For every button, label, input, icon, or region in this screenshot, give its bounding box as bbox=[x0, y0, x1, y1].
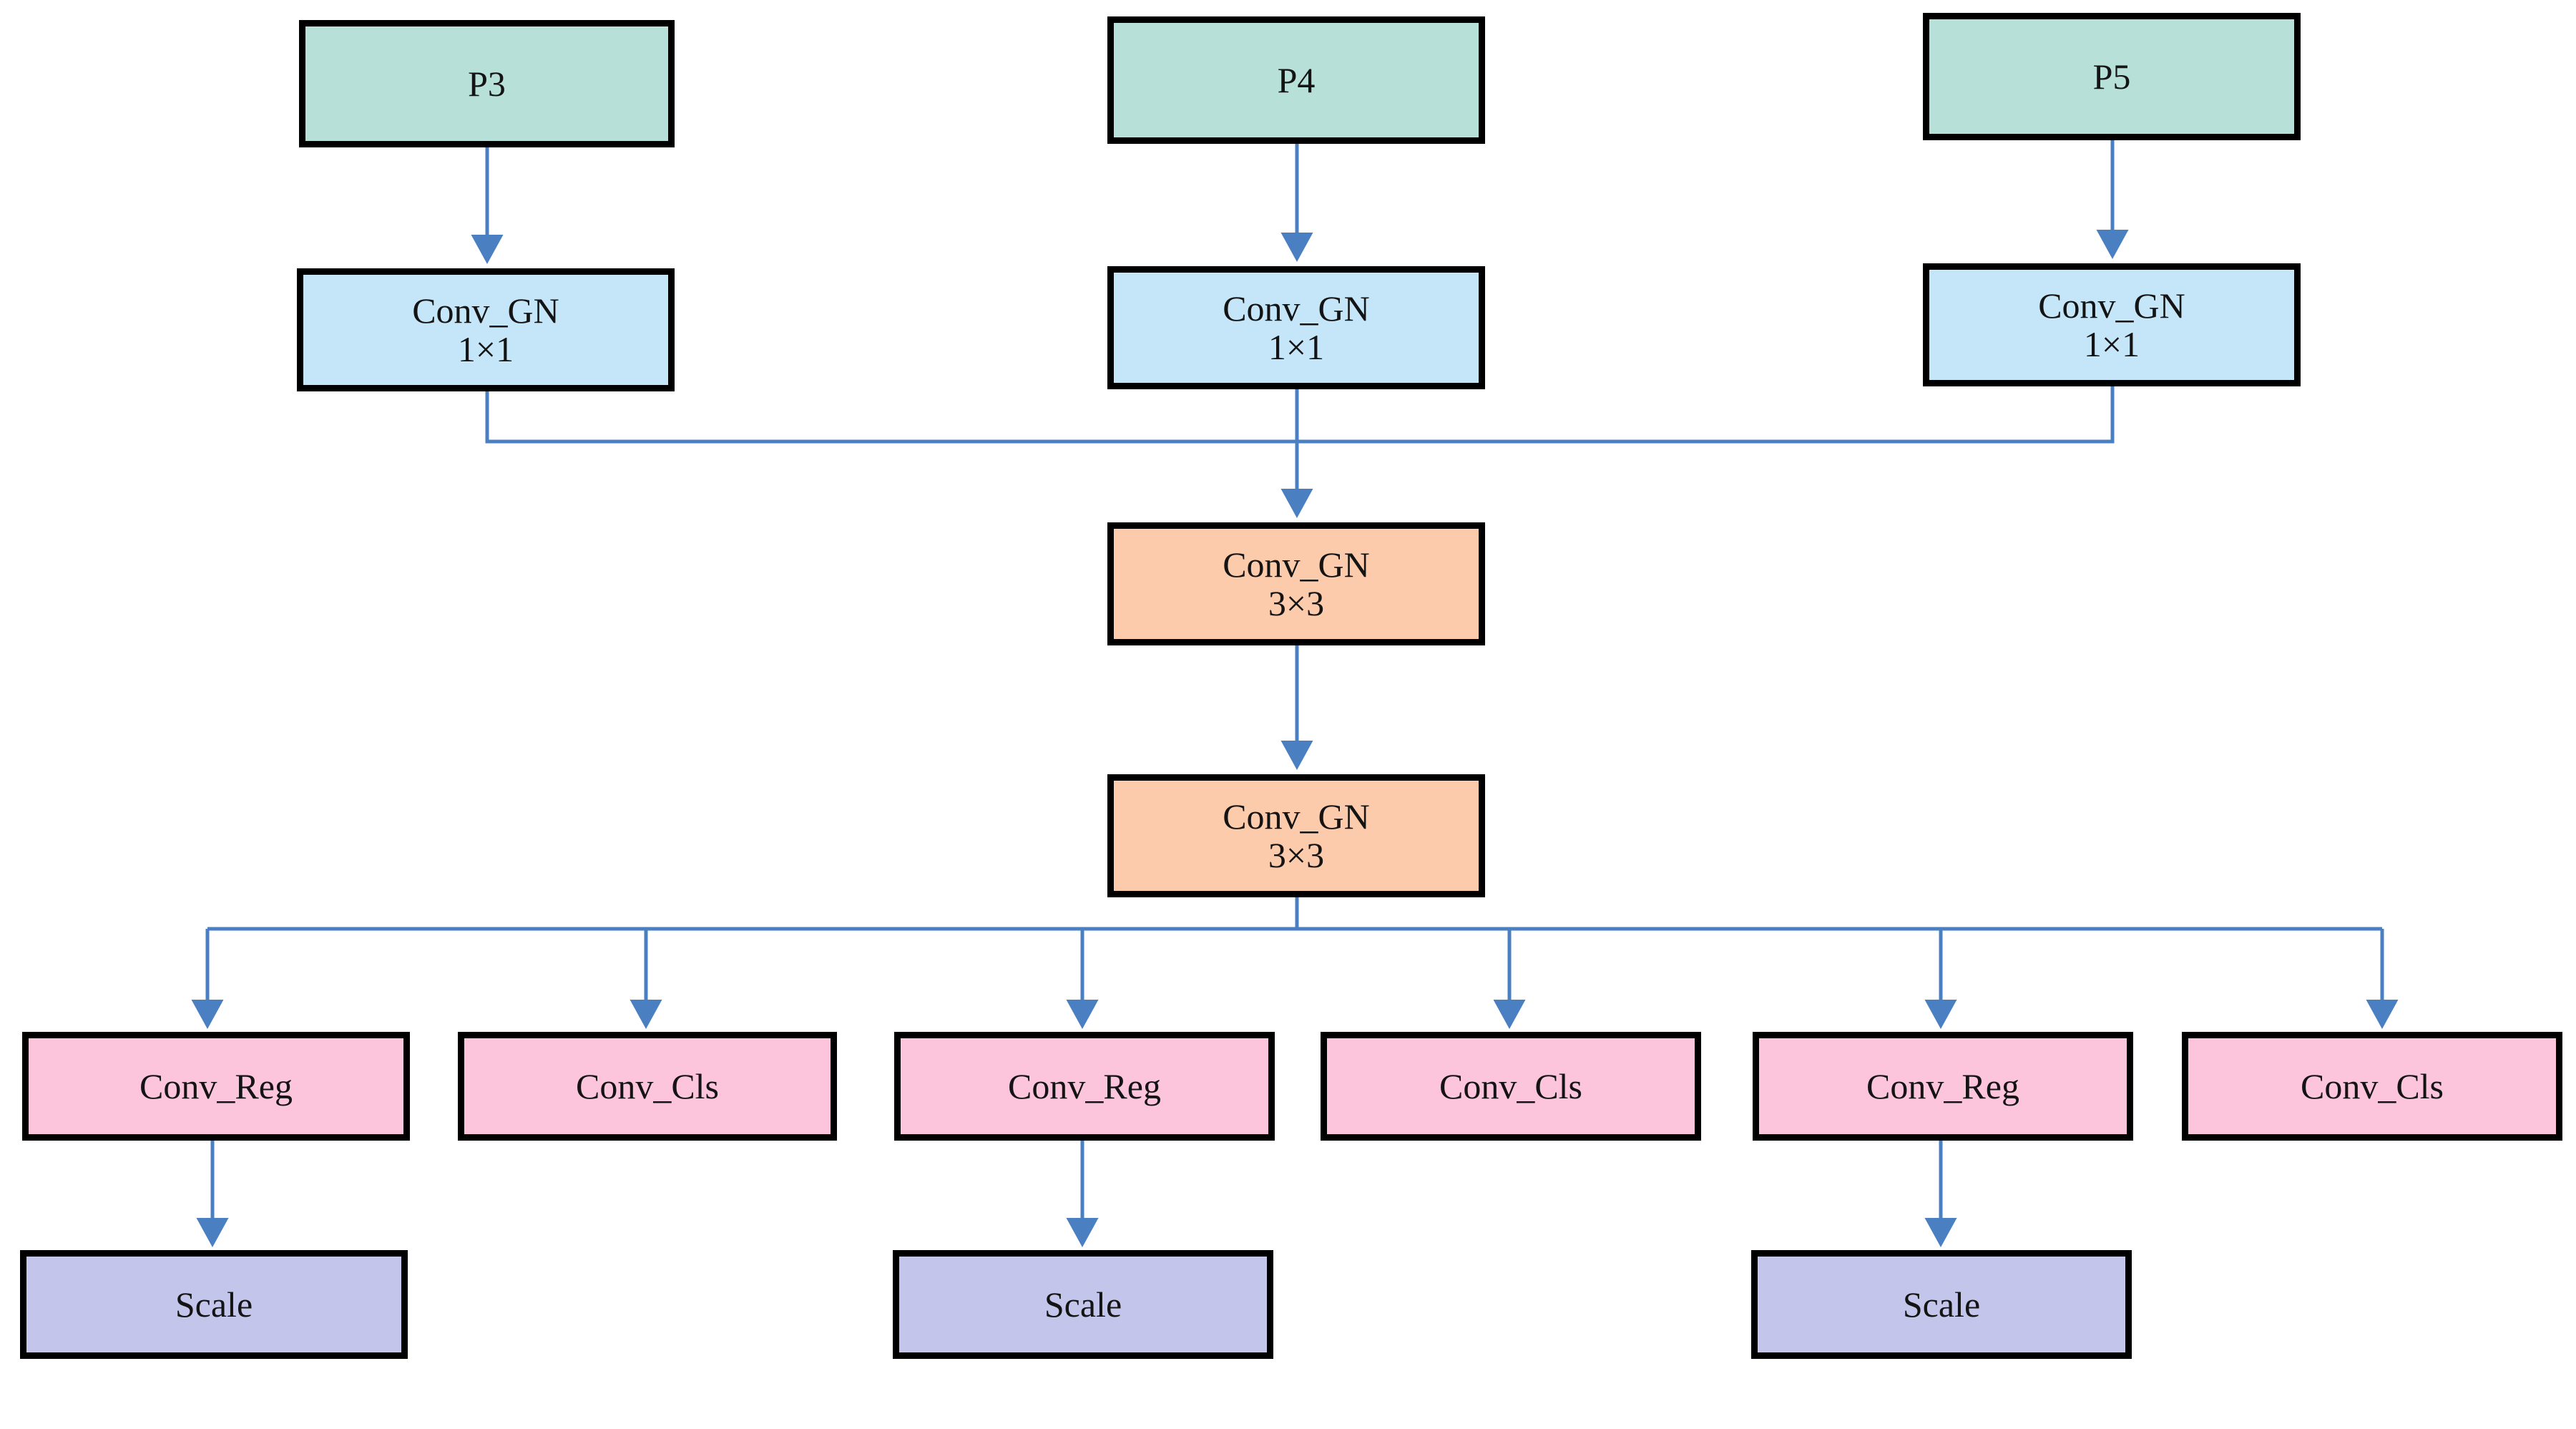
node-conv1x1-p4-line2: 1×1 bbox=[1268, 327, 1325, 367]
node-conv1x1-p4-line1: Conv_GN bbox=[1223, 288, 1370, 328]
node-head-reg-p4[interactable]: Conv_Reg bbox=[894, 1032, 1275, 1141]
node-conv3x3-a-line1: Conv_GN bbox=[1223, 545, 1370, 585]
node-p4[interactable]: P4 bbox=[1107, 16, 1485, 144]
node-conv3x3-b-line2: 3×3 bbox=[1268, 835, 1325, 875]
node-conv1x1-p4[interactable]: Conv_GN 1×1 bbox=[1107, 266, 1485, 389]
node-conv3x3-a[interactable]: Conv_GN 3×3 bbox=[1107, 522, 1485, 645]
edge-conv1x1-p3-to-bus bbox=[485, 391, 1297, 444]
node-conv1x1-p3-line2: 1×1 bbox=[457, 329, 514, 369]
node-head-cls-p4[interactable]: Conv_Cls bbox=[1321, 1032, 1701, 1141]
node-head-cls-p3-label: Conv_Cls bbox=[575, 1066, 720, 1106]
node-scale-p4[interactable]: Scale bbox=[893, 1250, 1273, 1359]
node-conv3x3-b[interactable]: Conv_GN 3×3 bbox=[1107, 774, 1485, 897]
edge-conv1x1-p5-to-bus bbox=[1297, 386, 2115, 444]
node-scale-p5[interactable]: Scale bbox=[1751, 1250, 2132, 1359]
node-head-reg-p5[interactable]: Conv_Reg bbox=[1753, 1032, 2133, 1141]
node-conv3x3-b-line1: Conv_GN bbox=[1223, 796, 1370, 837]
node-p5[interactable]: P5 bbox=[1923, 13, 2301, 140]
node-head-reg-p5-label: Conv_Reg bbox=[1866, 1066, 2019, 1106]
node-head-cls-p5-label: Conv_Cls bbox=[2300, 1066, 2444, 1106]
node-scale-p4-label: Scale bbox=[1044, 1284, 1122, 1325]
node-conv1x1-p3[interactable]: Conv_GN 1×1 bbox=[297, 268, 675, 391]
node-p3[interactable]: P3 bbox=[299, 20, 675, 147]
node-p4-label: P4 bbox=[1277, 60, 1316, 100]
node-head-cls-p3[interactable]: Conv_Cls bbox=[458, 1032, 837, 1141]
node-scale-p3-label: Scale bbox=[175, 1284, 253, 1325]
node-head-cls-p5[interactable]: Conv_Cls bbox=[2182, 1032, 2562, 1141]
node-p5-label: P5 bbox=[2092, 57, 2131, 97]
node-conv1x1-p5[interactable]: Conv_GN 1×1 bbox=[1923, 263, 2301, 386]
node-head-reg-p4-label: Conv_Reg bbox=[1008, 1066, 1161, 1106]
node-head-cls-p4-label: Conv_Cls bbox=[1439, 1066, 1583, 1106]
node-conv3x3-a-line2: 3×3 bbox=[1268, 583, 1325, 623]
node-conv1x1-p3-line1: Conv_GN bbox=[412, 291, 559, 331]
node-conv1x1-p5-line2: 1×1 bbox=[2083, 324, 2140, 364]
node-head-reg-p3-label: Conv_Reg bbox=[139, 1066, 293, 1106]
node-scale-p5-label: Scale bbox=[1902, 1284, 1981, 1325]
node-scale-p3[interactable]: Scale bbox=[20, 1250, 408, 1359]
node-head-reg-p3[interactable]: Conv_Reg bbox=[22, 1032, 410, 1141]
node-conv1x1-p5-line1: Conv_GN bbox=[2038, 286, 2185, 326]
node-p3-label: P3 bbox=[468, 64, 506, 104]
